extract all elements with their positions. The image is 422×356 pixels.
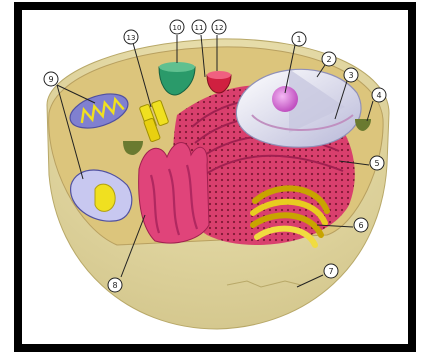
lysosome-top bbox=[207, 71, 231, 79]
callout-4: 4 bbox=[372, 88, 386, 102]
callout-5: 5 bbox=[370, 156, 384, 170]
callout-11: 11 bbox=[192, 20, 206, 34]
callout-label: 10 bbox=[173, 24, 182, 32]
callout-label: 4 bbox=[376, 91, 381, 100]
callout-13: 13 bbox=[124, 30, 138, 44]
callout-label: 6 bbox=[358, 221, 363, 230]
callout-10: 10 bbox=[170, 20, 184, 34]
callout-9: 9 bbox=[44, 72, 58, 86]
callout-label: 8 bbox=[112, 281, 117, 290]
callout-label: 7 bbox=[328, 267, 333, 276]
callout-6: 6 bbox=[354, 218, 368, 232]
callout-12: 12 bbox=[212, 20, 226, 34]
callout-label: 12 bbox=[215, 24, 224, 32]
callout-label: 9 bbox=[48, 75, 53, 84]
callout-7: 7 bbox=[324, 264, 338, 278]
callout-label: 5 bbox=[374, 159, 379, 168]
callout-label: 1 bbox=[296, 35, 301, 44]
vacuole-top bbox=[159, 62, 195, 72]
nucleolus bbox=[272, 86, 298, 112]
callout-label: 11 bbox=[195, 24, 204, 32]
callout-3: 3 bbox=[344, 68, 358, 82]
callout-1: 1 bbox=[292, 32, 306, 46]
callout-2: 2 bbox=[322, 52, 336, 66]
callout-label: 13 bbox=[127, 34, 136, 42]
callout-8: 8 bbox=[108, 278, 122, 292]
callout-label: 3 bbox=[348, 71, 353, 80]
callout-label: 2 bbox=[326, 55, 331, 64]
